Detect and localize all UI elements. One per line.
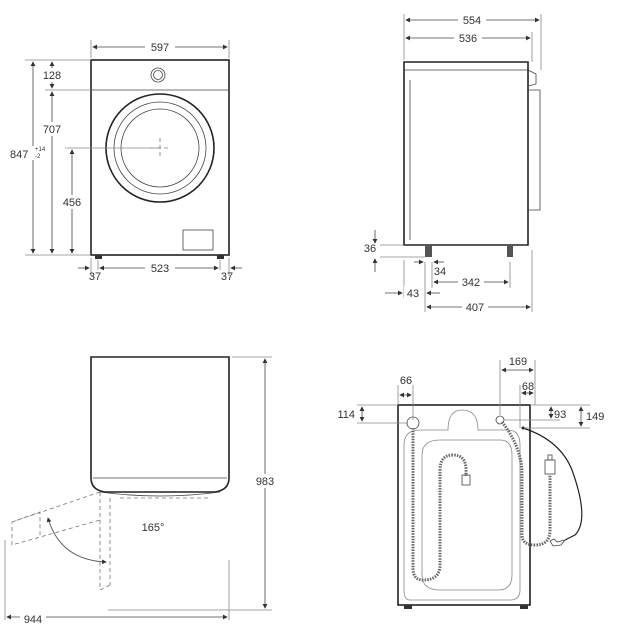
filter-cover	[182, 229, 214, 251]
dim-foot-left: 37	[89, 271, 101, 283]
dim-body-height: 707	[43, 124, 61, 136]
machine-side-outline	[403, 61, 529, 246]
dim-foot-height: 36	[364, 243, 376, 255]
drain-hose-end	[461, 474, 471, 486]
dim-door-open-height: 983	[256, 476, 274, 488]
dim-rear-span: 407	[466, 302, 484, 314]
dim-foot-offset: 34	[434, 266, 446, 278]
dim-door-open-depth: 944	[24, 614, 42, 626]
tolerance-minus: -2	[35, 154, 41, 160]
side-view: 554 536 36 34 342 43 407	[364, 13, 542, 314]
machine-front-outline	[90, 59, 230, 256]
dim-depth-body: 536	[459, 33, 477, 45]
power-plug-icon	[549, 538, 567, 547]
power-cable	[522, 427, 583, 541]
dim-front-offset: 43	[407, 288, 419, 300]
drain-hose	[411, 428, 468, 582]
dim-cable-height: 149	[586, 411, 604, 423]
dim-depth-total: 554	[463, 15, 481, 27]
machine-top-outline	[90, 356, 230, 493]
inlet-connector	[544, 459, 556, 475]
inlet-hose	[500, 421, 552, 547]
tolerance-plus: +14	[35, 147, 46, 153]
dim-cable-offset: 68	[522, 381, 534, 393]
machine-rear-outline	[397, 404, 531, 606]
dim-height-total: 847	[10, 149, 28, 161]
rear-view: 66 169 68 114 93 149	[337, 356, 604, 609]
dim-drain-height: 114	[337, 409, 355, 421]
dim-drain-offset: 66	[400, 375, 412, 387]
dim-inlet-offset: 169	[509, 356, 527, 368]
dim-top-panel: 128	[43, 70, 61, 82]
door-open-view: 983 944 165°	[4, 356, 280, 626]
dim-foot-span-side: 342	[462, 277, 480, 289]
dim-door-center: 456	[63, 197, 81, 209]
dim-foot-span: 523	[151, 263, 169, 275]
front-view: 597 847 +14 -2 128 707 456 523 37 37	[10, 40, 242, 283]
dim-inlet-height: 93	[554, 409, 566, 421]
door-angle-label: 165°	[142, 522, 165, 534]
program-knob-icon	[150, 67, 166, 83]
dim-width: 597	[151, 42, 169, 54]
dim-foot-right: 37	[221, 271, 233, 283]
